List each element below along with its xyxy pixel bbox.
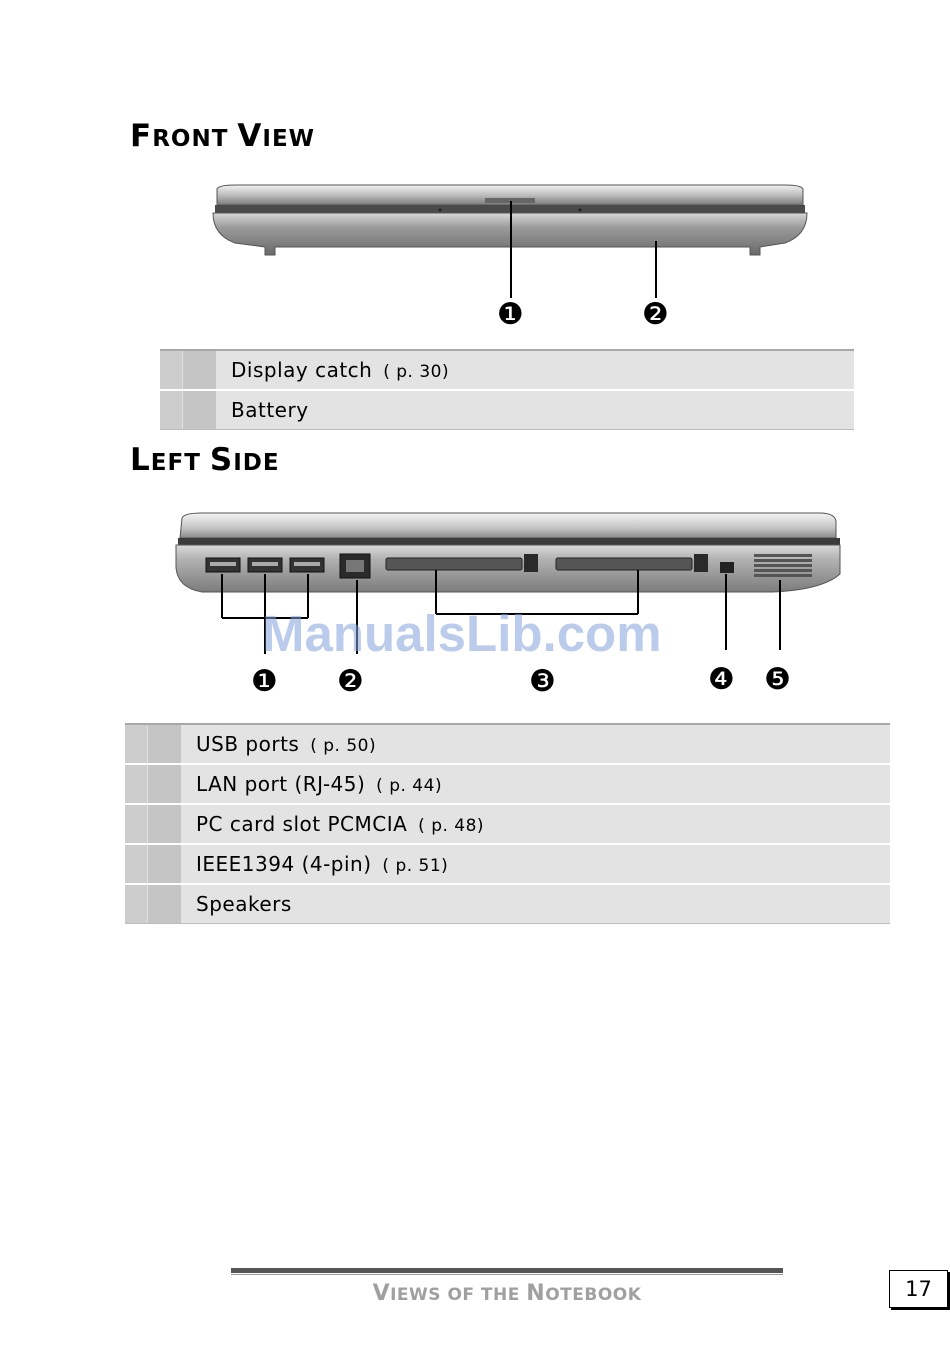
callout-2: ❷: [642, 300, 669, 330]
part-label: Battery: [231, 398, 309, 422]
callout-2: ❷: [337, 667, 364, 697]
left-side-parts-table: USB ports ( p. 50) LAN port (RJ-45) ( p.…: [125, 723, 890, 924]
table-row: LAN port (RJ-45) ( p. 44): [125, 764, 890, 804]
page-reference: ( p. 30): [383, 362, 449, 382]
part-label: Speakers: [196, 892, 292, 916]
front-view-illustration: ❶ ❷: [205, 183, 815, 338]
page-reference: ( p. 44): [376, 776, 442, 796]
table-row: USB ports ( p. 50): [125, 724, 890, 764]
footer-rule-thin: [231, 1274, 783, 1275]
part-label: Display catch: [231, 358, 372, 382]
page-reference: ( p. 51): [382, 856, 448, 876]
table-row: Speakers: [125, 884, 890, 924]
part-label: LAN port (RJ-45): [196, 772, 365, 796]
watermark: ManualsLib.com: [262, 604, 662, 663]
callout-1: ❶: [497, 300, 524, 330]
table-row: Battery: [160, 390, 854, 430]
table-row: PC card slot PCMCIA ( p. 48): [125, 804, 890, 844]
callout-3: ❸: [529, 667, 556, 697]
front-view-parts-table: Display catch ( p. 30) Battery: [160, 349, 854, 430]
page-number: 17: [889, 1270, 948, 1308]
page-reference: ( p. 48): [418, 816, 484, 836]
running-footer-title: VIEWS OF THE NOTEBOOK: [231, 1281, 783, 1306]
footer-rule: [231, 1268, 783, 1273]
callout-5: ❺: [764, 665, 791, 695]
table-row: IEEE1394 (4-pin) ( p. 51): [125, 844, 890, 884]
part-label: IEEE1394 (4-pin): [196, 852, 372, 876]
callout-1: ❶: [251, 667, 278, 697]
section-title-left-side: LEFT SIDE: [130, 442, 280, 478]
table-row: Display catch ( p. 30): [160, 350, 854, 390]
section-title-front-view: FRONT VIEW: [130, 118, 315, 154]
callout-4: ❹: [708, 665, 735, 695]
part-label: USB ports: [196, 732, 299, 756]
part-label: PC card slot PCMCIA: [196, 812, 407, 836]
page-reference: ( p. 50): [310, 736, 376, 756]
